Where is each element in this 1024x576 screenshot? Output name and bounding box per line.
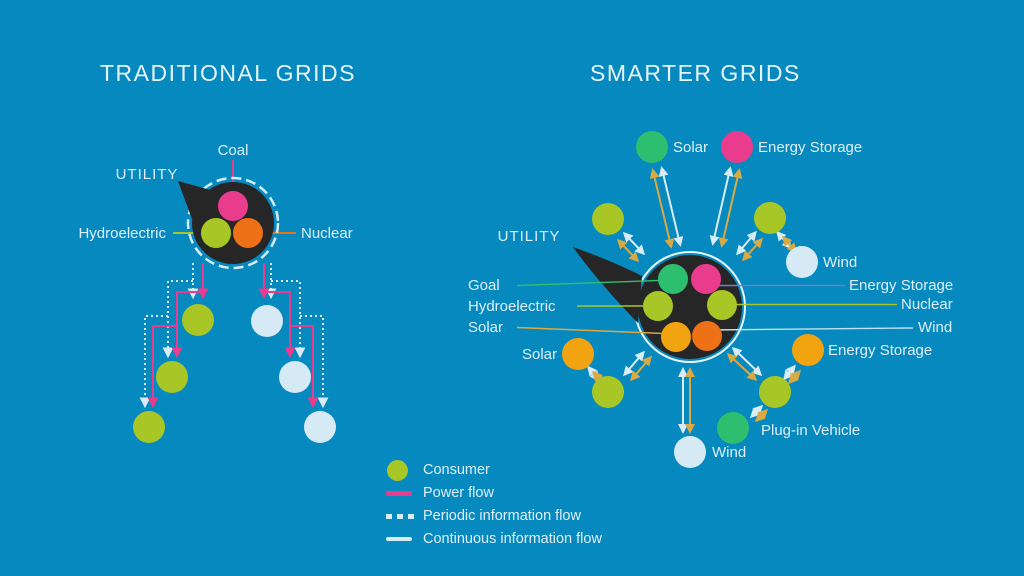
wind-right-circle [786,246,818,278]
consumer-circle [759,376,791,408]
goal-circle [658,264,688,294]
utility-label: UTILITY [498,228,561,245]
continuous-info-swatch-icon [385,537,417,541]
energy-storage-right-circle [792,334,824,366]
consumer-circle [592,203,624,235]
hydroelectric-circle [201,218,231,248]
power-flow-swatch-icon [385,490,417,496]
consumer-circle [156,361,188,393]
wind-circle [692,321,722,351]
solar-top-circle [636,131,668,163]
legend-item-continuous-info: Continuous information flow [385,531,602,547]
nuclear-circle [233,218,263,248]
consumer-circle [251,305,283,337]
periodic-info-swatch-icon [385,513,417,519]
traditional-grids-title: TRADITIONAL GRIDS [100,60,356,86]
utility-hub-dashed-ring [186,176,280,270]
energy-storage-circle [691,264,721,294]
consumer-circle [304,411,336,443]
legend-power-flow-label: Power flow [423,485,494,501]
legend-item-consumer: Consumer [385,459,602,481]
legend-consumer-label: Consumer [423,462,490,478]
goal-label: Goal [468,277,500,294]
energy-storage-right-label: Energy Storage [828,342,932,359]
utility-callout-tail [573,247,642,323]
coal-label: Coal [218,142,249,159]
consumer-circle [133,411,165,443]
smarter-grids-title: SMARTER GRIDS [590,60,801,86]
nuclear-label: Nuclear [301,225,353,242]
smarter-grid-diagram: UTILITY Goal Hydroelectric Solar Energy … [468,131,953,468]
solar-left-circle [562,338,594,370]
plug-in-vehicle-label: Plug-in Vehicle [761,422,860,439]
nuclear-circle [707,290,737,320]
coal-circle [218,191,248,221]
consumer-swatch-icon [385,459,417,481]
consumer-circle [279,361,311,393]
wind-right-label: Wind [823,254,857,271]
wind-label: Wind [918,319,952,336]
wind-bottom-label: Wind [712,444,746,461]
consumer-circle [592,376,624,408]
traditional-periodic-info-lines [139,263,329,409]
legend-item-power-flow: Power flow [385,485,602,501]
consumer-circle [754,202,786,234]
plug-in-vehicle-circle [717,412,749,444]
solar-left-label: Solar [522,346,557,363]
legend-periodic-info-label: Periodic information flow [423,508,581,524]
hydroelectric-label: Hydroelectric [468,298,556,315]
solar-top-label: Solar [673,139,708,156]
solar-label: Solar [468,319,503,336]
traditional-grid-diagram: Coal UTILITY Hydroelectric Nuclear [78,142,353,443]
smarter-info-power-arrows [587,166,802,434]
nuclear-label: Nuclear [901,296,953,313]
consumer-circle [182,304,214,336]
legend-item-periodic-info: Periodic information flow [385,508,602,524]
legend: Consumer Power flow Periodic information… [385,459,602,547]
traditional-consumers [133,304,336,443]
hydroelectric-label: Hydroelectric [78,225,166,242]
hydroelectric-circle [643,291,673,321]
energy-storage-top-circle [721,131,753,163]
legend-continuous-info-label: Continuous information flow [423,531,602,547]
wind-bottom-circle [674,436,706,468]
solar-circle [661,322,691,352]
utility-label: UTILITY [116,166,179,183]
energy-storage-top-label: Energy Storage [758,139,862,156]
utility-callout-tail [178,181,214,219]
energy-storage-label: Energy Storage [849,277,953,294]
traditional-power-flow-lines [147,263,319,409]
